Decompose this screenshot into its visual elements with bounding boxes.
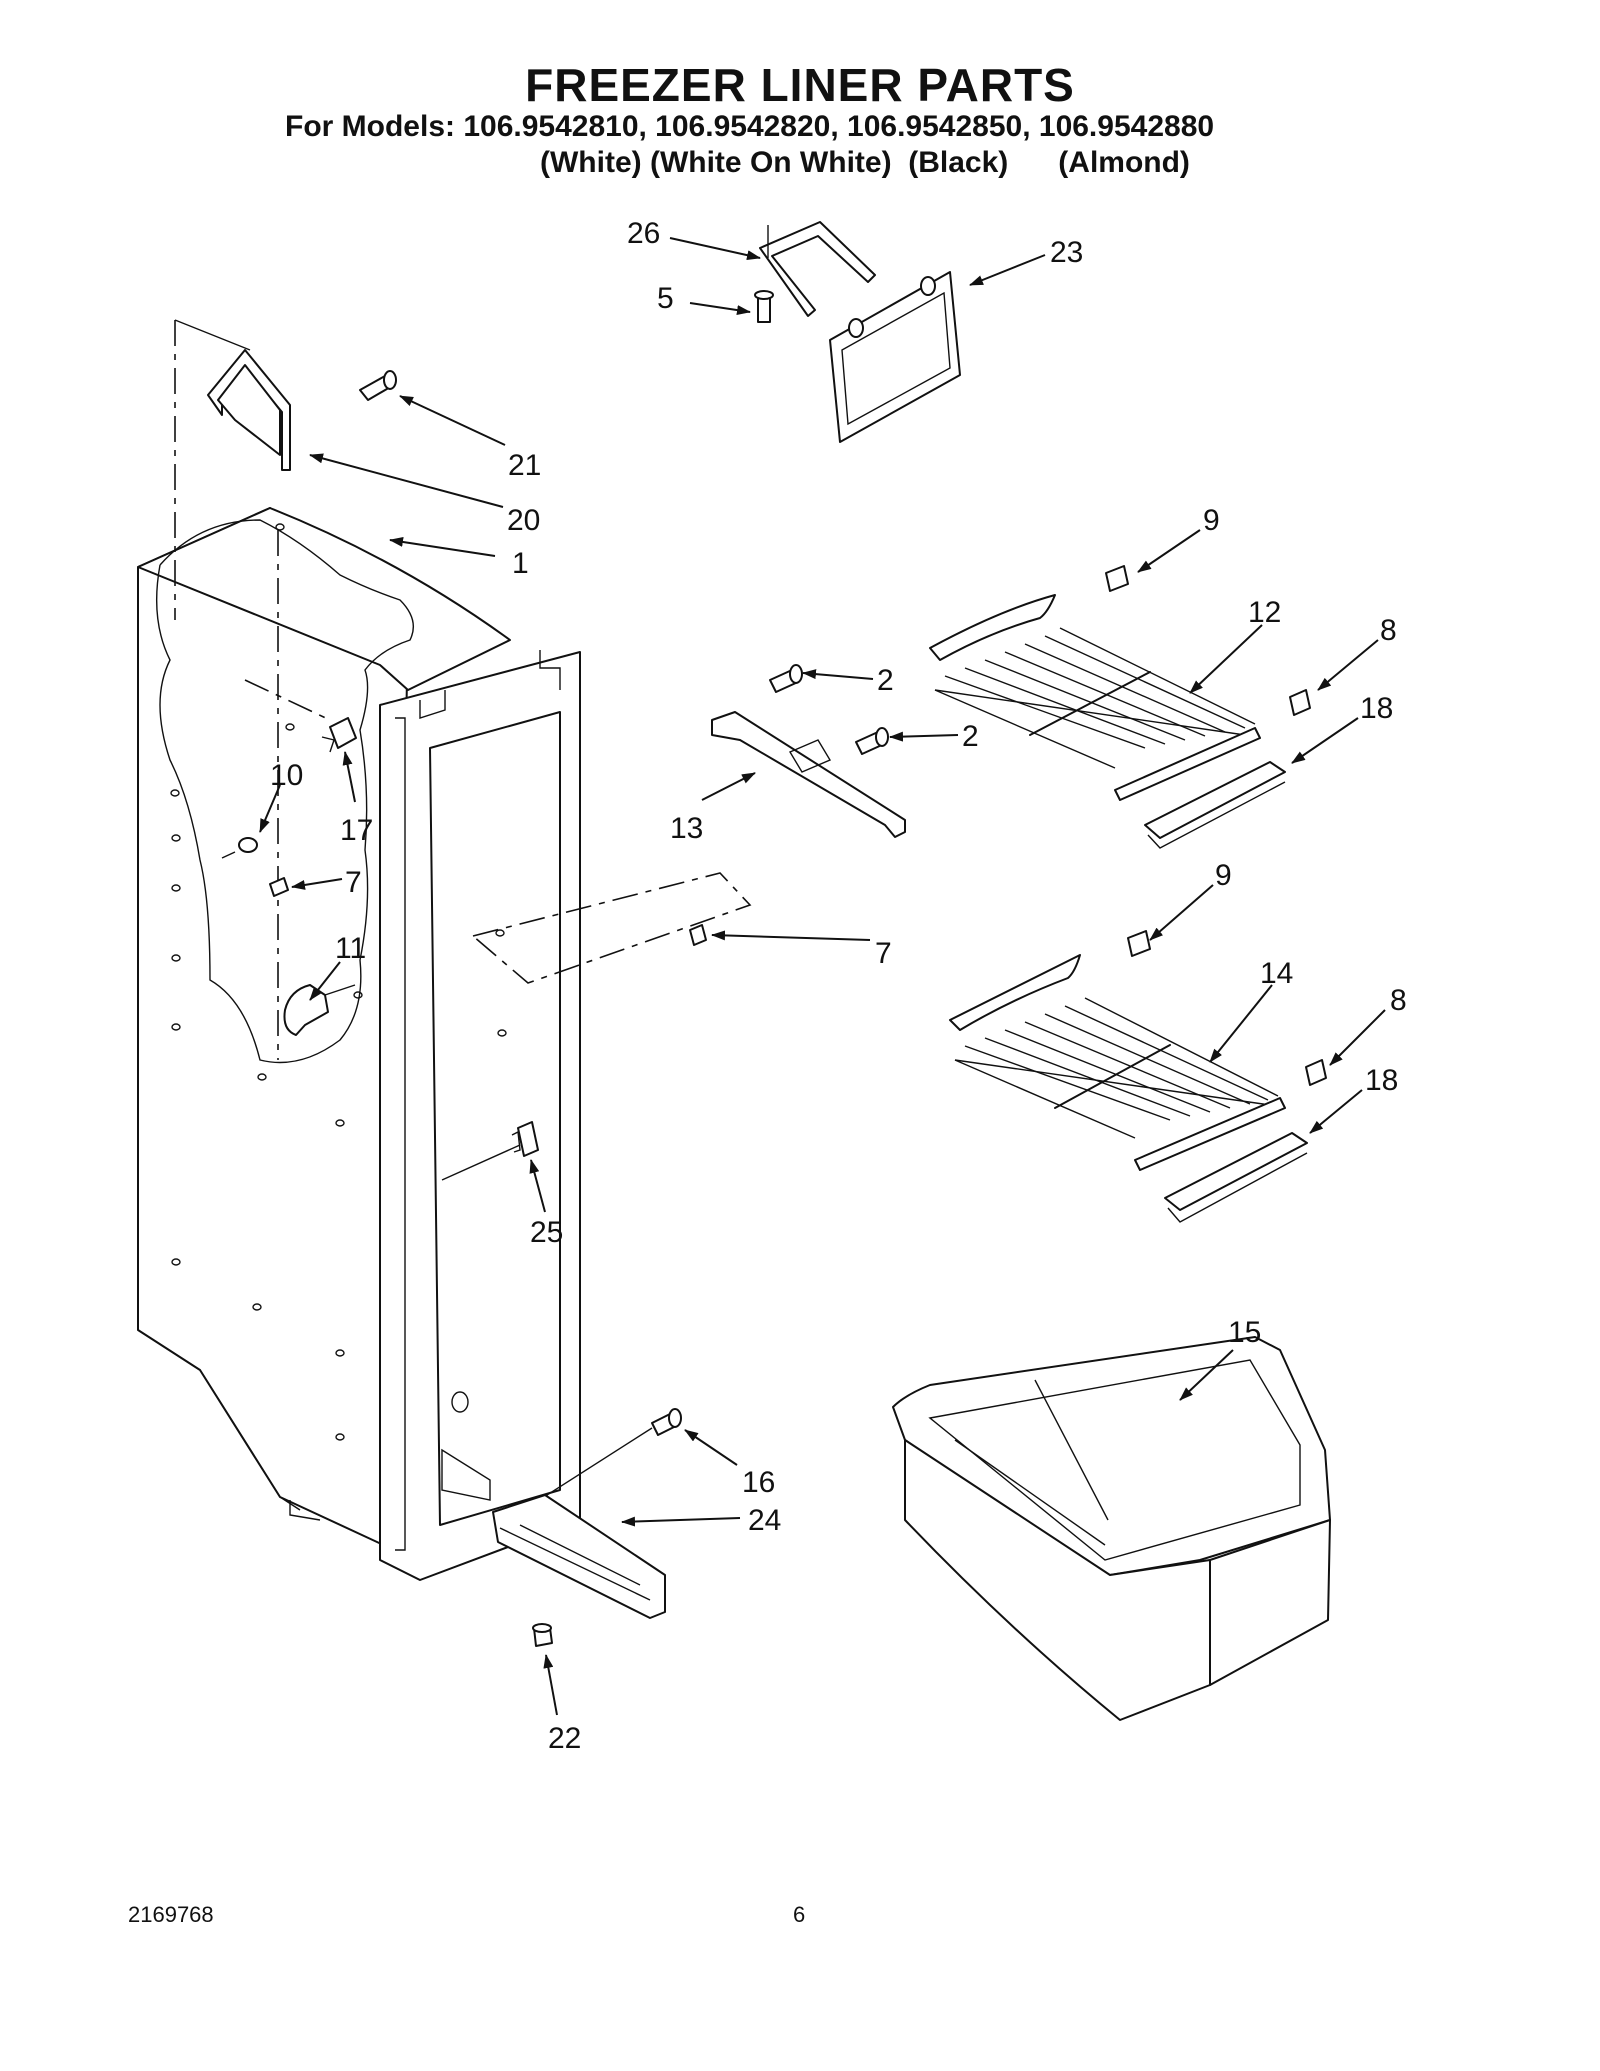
wire-shelf-lower (949, 954, 1286, 1171)
callout-11: 11 (335, 932, 366, 965)
callout-14: 14 (1260, 957, 1293, 990)
freezer-liner (137, 320, 581, 1581)
part-10-grommet (221, 837, 258, 859)
callout-24: 24 (748, 1504, 781, 1537)
clip-9a (1105, 565, 1129, 592)
callout-8b: 8 (1390, 984, 1407, 1017)
callout-9b: 9 (1215, 859, 1232, 892)
shelf-rail (711, 711, 906, 838)
plug-22 (532, 1623, 553, 1647)
callout-13: 13 (670, 812, 703, 845)
cover-panel (829, 271, 961, 443)
callout-26: 26 (627, 217, 660, 250)
trim-18b (1164, 1132, 1308, 1223)
clip-9b (1127, 930, 1151, 957)
screw-2a (769, 664, 803, 693)
leader-arrows (259, 237, 1386, 1716)
screw-5 (754, 290, 774, 323)
callout-2b: 2 (962, 720, 979, 753)
hinge-bracket (174, 319, 291, 471)
callout-5: 5 (657, 282, 674, 315)
callout-2a: 2 (877, 664, 894, 697)
callout-10: 10 (270, 759, 303, 792)
wire-shelf-upper (929, 594, 1261, 801)
part-25-sensor (441, 1121, 539, 1181)
callout-21: 21 (508, 449, 541, 482)
model-colors: (White) (White On White) (Black) (Almond… (540, 146, 1190, 179)
callout-7a: 7 (345, 866, 362, 899)
screw-21 (359, 370, 397, 401)
callout-22: 22 (548, 1722, 581, 1755)
part-7-clip-upper (269, 877, 289, 897)
freezer-bin (892, 1336, 1331, 1721)
callout-18a: 18 (1360, 692, 1393, 725)
callout-8a: 8 (1380, 614, 1397, 647)
callout-20: 20 (507, 504, 540, 537)
trim-18a (1144, 761, 1286, 849)
callout-15: 15 (1228, 1316, 1261, 1349)
document-number: 2169768 (128, 1902, 214, 1927)
lower-trim (492, 1494, 666, 1619)
callout-7b: 7 (875, 937, 892, 970)
callout-9a: 9 (1203, 504, 1220, 537)
model-numbers: For Models: 106.9542810, 106.9542820, 10… (285, 110, 1215, 143)
clip-8a (1289, 689, 1311, 716)
callout-labels: 26 5 23 21 20 1 9 12 8 18 2 2 13 10 17 7… (270, 217, 1407, 1755)
mounting-holes (170, 523, 507, 1441)
page-title: FREEZER LINER PARTS (525, 59, 1075, 111)
callout-18b: 18 (1365, 1064, 1398, 1097)
callout-1: 1 (512, 547, 529, 580)
upper-bracket (759, 221, 876, 317)
callout-25: 25 (530, 1216, 563, 1249)
page-number: 6 (793, 1902, 806, 1927)
callout-17: 17 (340, 814, 373, 847)
callout-23: 23 (1050, 236, 1083, 269)
screw-2b (855, 727, 889, 755)
callout-12: 12 (1248, 596, 1281, 629)
clip-8b (1305, 1059, 1327, 1086)
callout-16: 16 (742, 1466, 775, 1499)
part-17-clip (244, 679, 357, 753)
part-7-clip-lower (471, 872, 752, 984)
